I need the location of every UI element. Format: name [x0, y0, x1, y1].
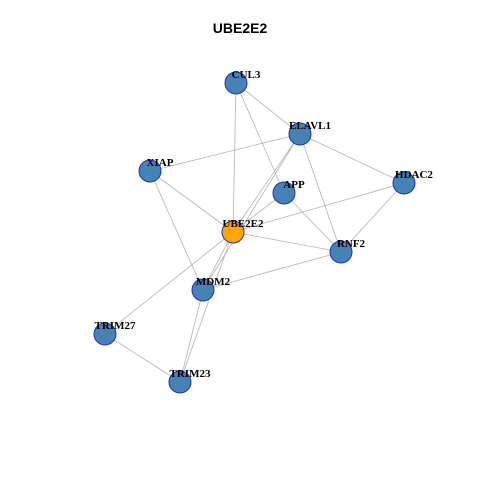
node-trim27[interactable] [93, 322, 117, 346]
edge-trim27-trim23 [104, 333, 181, 383]
edges-layer [104, 82, 405, 383]
node-ube2e2[interactable] [221, 220, 245, 244]
edge-app-rnf2 [283, 192, 342, 253]
node-mdm2[interactable] [191, 278, 215, 302]
node-label-ube2e2: UBE2E2 [223, 218, 264, 230]
edge-mdm2-trim23 [179, 289, 204, 383]
node-cul3[interactable] [224, 71, 248, 95]
edge-elavl1-rnf2 [299, 133, 342, 253]
edge-xiap-mdm2 [149, 170, 204, 291]
node-app[interactable] [272, 181, 296, 205]
graph-title: UBE2E2 [212, 20, 268, 36]
edge-cul3-ube2e2 [232, 82, 237, 233]
node-label-app: APP [283, 179, 305, 191]
node-label-mdm2: MDM2 [196, 276, 231, 288]
edge-hdac2-rnf2 [340, 182, 405, 253]
edge-xiap-ube2e2 [149, 170, 234, 233]
edge-elavl1-hdac2 [299, 133, 405, 184]
node-hdac2[interactable] [392, 171, 416, 195]
edge-cul3-elavl1 [235, 82, 301, 135]
node-label-elavl1: ELAVL1 [289, 120, 331, 132]
edge-elavl1-mdm2 [202, 133, 301, 291]
nodes-layer [93, 71, 416, 394]
node-elavl1[interactable] [288, 122, 312, 146]
edge-hdac2-ube2e2 [232, 182, 405, 233]
node-xiap[interactable] [138, 159, 162, 183]
edge-elavl1-ube2e2 [232, 133, 301, 233]
node-rnf2[interactable] [329, 240, 353, 264]
edge-ube2e2-trim23 [179, 231, 234, 383]
node-label-xiap: XIAP [147, 157, 174, 169]
edge-ube2e2-rnf2 [232, 231, 342, 253]
node-label-trim27: TRIM27 [95, 320, 136, 332]
edge-ube2e2-trim27 [104, 231, 234, 335]
edge-rnf2-mdm2 [202, 251, 342, 291]
node-label-trim23: TRIM23 [170, 368, 211, 380]
node-label-hdac2: HDAC2 [395, 169, 433, 181]
node-label-rnf2: RNF2 [337, 238, 366, 250]
node-label-cul3: CUL3 [232, 69, 261, 81]
edge-cul3-app [235, 82, 285, 194]
node-trim23[interactable] [168, 370, 192, 394]
edge-elavl1-xiap [149, 133, 301, 172]
